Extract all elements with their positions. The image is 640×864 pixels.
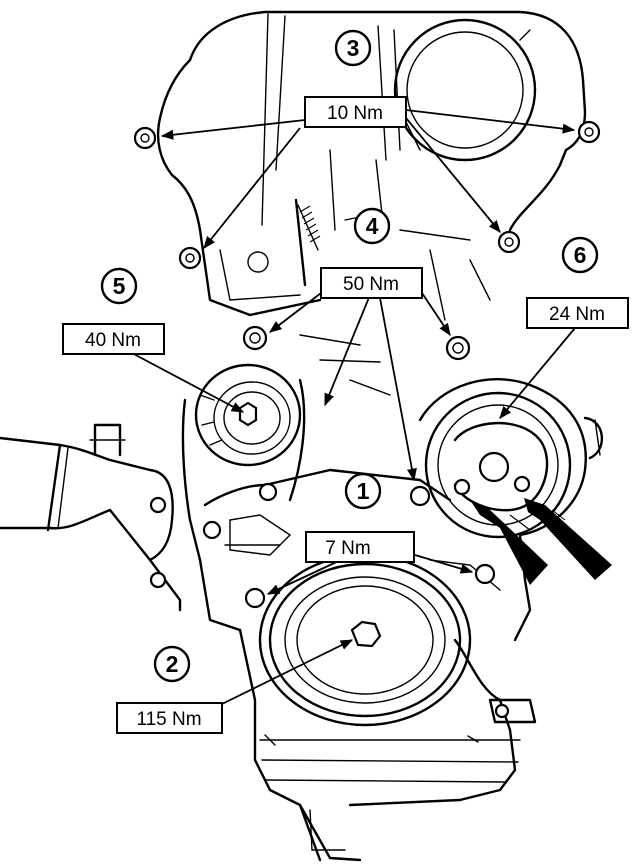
torque-50nm-text: 50 Nm <box>343 274 399 295</box>
torque-115nm-text: 115 Nm <box>136 709 201 730</box>
engine-drawing <box>0 10 612 862</box>
callout-5: 5 <box>100 267 138 305</box>
callout-5-number: 5 <box>113 273 126 299</box>
torque-40nm-text: 40 Nm <box>85 330 141 351</box>
pump-bolt-arrows <box>470 498 612 585</box>
torque-24nm-text: 24 Nm <box>549 304 605 325</box>
leader-lines <box>129 109 576 706</box>
callout-2-number: 2 <box>166 651 179 677</box>
torque-label-7nm: 7 Nm <box>305 531 415 563</box>
torque-label-40nm: 40 Nm <box>62 323 165 355</box>
crankshaft-pulley <box>258 553 472 727</box>
callout-3-number: 3 <box>347 35 360 61</box>
coolant-inlet-pipe <box>0 423 182 612</box>
callout-2: 2 <box>153 645 191 683</box>
callout-1-number: 1 <box>357 478 370 504</box>
torque-label-50nm: 50 Nm <box>320 267 423 299</box>
torque-7nm-text: 7 Nm <box>325 538 370 559</box>
callout-4: 4 <box>353 207 391 245</box>
callout-6-number: 6 <box>574 242 587 268</box>
torque-label-115nm: 115 Nm <box>116 702 223 734</box>
tensioner-pulley <box>194 363 302 467</box>
callout-6: 6 <box>561 236 599 274</box>
callout-1: 1 <box>344 472 382 510</box>
torque-10nm-text: 10 Nm <box>327 103 383 124</box>
torque-label-10nm: 10 Nm <box>304 96 407 128</box>
tensioner-spring <box>294 198 321 287</box>
callout-3: 3 <box>334 29 372 67</box>
callout-4-number: 4 <box>366 213 379 239</box>
torque-label-24nm: 24 Nm <box>526 297 629 329</box>
water-pump-pulley <box>418 378 604 539</box>
